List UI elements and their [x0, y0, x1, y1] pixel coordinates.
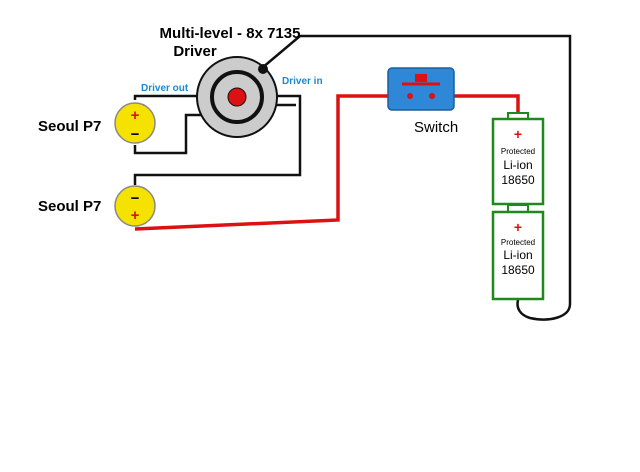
switch: Switch [387, 67, 458, 136]
wire-led1-negative-to-driver [133, 113, 207, 155]
switch-contact-right [429, 93, 435, 99]
switch-plunger [415, 74, 427, 82]
led-2: Seoul P7 − + [38, 185, 156, 227]
red-wires [134, 94, 520, 231]
battery-1-line3: 18650 [501, 173, 535, 187]
switch-label: Switch [414, 119, 458, 136]
led-1-label: Seoul P7 [38, 118, 101, 135]
driver-in-label: Driver in [282, 76, 323, 87]
led-2-body [114, 185, 156, 227]
switch-body [387, 67, 455, 111]
battery-1-plus: + [514, 126, 522, 142]
wire-switch-to-battery-positive [454, 94, 520, 114]
wire-led2-negative-to-switch [134, 94, 388, 231]
battery-2-line1: Protected [501, 238, 535, 247]
driver-in-terminal [258, 64, 268, 74]
battery-2-plus: + [514, 219, 522, 235]
led-1-minus: − [131, 126, 140, 143]
led-2-plus: + [131, 207, 140, 224]
battery-1-line1: Protected [501, 147, 535, 156]
driver-out-label: Driver out [141, 83, 189, 94]
led-2-minus: − [131, 190, 140, 207]
driver-title-line2: Driver [173, 43, 217, 60]
battery-1: + Protected Li-ion 18650 [491, 112, 545, 206]
led-1-body [114, 102, 156, 144]
wire-led1-positive-to-driver [133, 94, 200, 100]
led-2-label: Seoul P7 [38, 198, 101, 215]
battery-2-line3: 18650 [501, 263, 535, 277]
wire-driver-to-battery-negative [261, 34, 572, 304]
led-1-plus: + [131, 107, 140, 124]
battery-1-body [491, 117, 545, 206]
switch-contact-left [407, 93, 413, 99]
battery-2-body [491, 210, 545, 301]
battery-1-line2: Li-ion [503, 158, 532, 172]
battery-2-line2: Li-ion [503, 248, 532, 262]
wire-battery-bottom-loop [516, 299, 572, 321]
driver: Multi-level - 8x 7135 Driver Driver out … [141, 25, 323, 138]
driver-center-contact [227, 87, 247, 107]
led-1: Seoul P7 + − [38, 102, 156, 144]
driver-title-line1: Multi-level - 8x 7135 [160, 25, 301, 42]
battery-2: + Protected Li-ion 18650 [491, 204, 545, 301]
wire-driver-to-led2-positive [133, 94, 302, 185]
